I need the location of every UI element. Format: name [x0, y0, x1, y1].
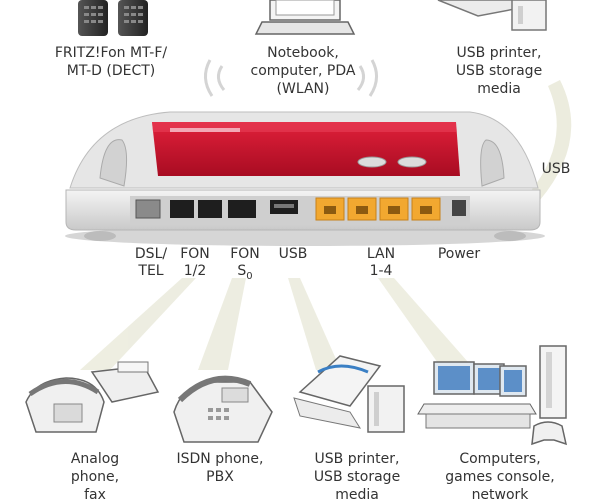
label-analog: Analog phone, fax [70, 451, 120, 503]
label-usb-top: USB printer, USB storage media [455, 45, 543, 97]
isdn-phone-icon [173, 375, 273, 443]
label-port-lan: LAN 1-4 [366, 246, 396, 279]
label-port-fon12: FON 1/2 [180, 246, 210, 279]
router-ports [135, 197, 466, 221]
usb-printer-top-icon [437, 0, 547, 31]
label-computers: Computers, games console, network [445, 451, 555, 503]
beam-fon12 [80, 278, 196, 370]
beam-lan [378, 278, 468, 366]
analog-phone-fax-icon [25, 361, 160, 433]
label-fritzfon: FRITZ!Fon MT-F/ MT-D (DECT) [54, 45, 168, 79]
label-port-usb: USB [278, 246, 308, 262]
beam-fons0 [198, 278, 246, 370]
label-port-dsl: DSL/ TEL [134, 246, 168, 279]
notebook-icon [254, 0, 356, 35]
label-usb-bottom: USB printer, USB storage media [313, 451, 401, 503]
beam-usb [288, 278, 340, 370]
beam-usb-top [530, 80, 572, 200]
port-dsl-icon [135, 199, 161, 219]
dect-phones-icon [78, 0, 148, 36]
computers-console-icon [417, 345, 568, 446]
port-power-icon [452, 200, 466, 216]
usb-printer-bottom-icon [293, 355, 405, 433]
label-port-power: Power [437, 246, 481, 262]
router-icon [65, 111, 545, 246]
label-notebook: Notebook, computer, PDA (WLAN) [250, 45, 356, 97]
wlan-waves-icon [204, 59, 378, 97]
port-s0-icon [228, 200, 256, 218]
port-fon2-icon [198, 200, 222, 218]
label-isdn: ISDN phone, PBX [176, 451, 264, 485]
connection-beams [80, 278, 468, 370]
port-fon1-icon [170, 200, 194, 218]
label-port-fons0: FON S0 [230, 246, 260, 282]
label-usb-side: USB [541, 161, 571, 177]
